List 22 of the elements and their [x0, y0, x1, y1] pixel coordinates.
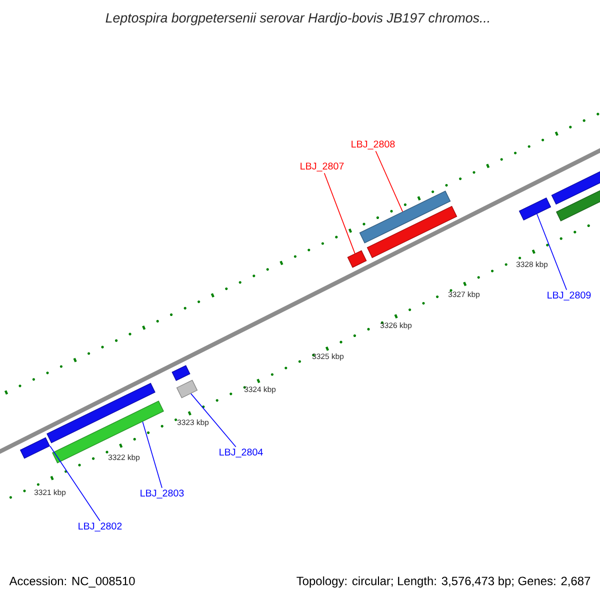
gene-label: LBJ_2807 — [300, 162, 344, 172]
gene-block — [176, 380, 198, 398]
gene-label: LBJ_2808 — [352, 140, 395, 150]
gene-block — [46, 382, 156, 444]
gene-label: LBJ_2803 — [140, 490, 184, 498]
leader-line — [324, 172, 356, 254]
gene-block — [347, 250, 367, 268]
gene-label: LBJ_2809 — [548, 292, 591, 300]
gene-label: LBJ_2802 — [78, 522, 122, 532]
title: Leptospira borgpetersenii serovar Hardjo-bovis JB197 chromos... — [106, 12, 489, 26]
leader-line — [190, 393, 236, 448]
summary-text: Topology: circular; Length: 3,576,473 bp; Genes: 2,687 — [296, 576, 590, 588]
accession-text: Accession: NC_008510 — [9, 576, 135, 588]
gene-block — [556, 188, 600, 222]
gene-block — [52, 400, 164, 464]
leader-line — [536, 214, 568, 290]
leader-line — [142, 421, 162, 488]
gene-label: LBJ_2804 — [220, 448, 263, 458]
gene-block — [172, 365, 190, 381]
gene-block — [551, 169, 600, 205]
leader-line — [50, 446, 100, 522]
gene-block — [359, 190, 451, 244]
